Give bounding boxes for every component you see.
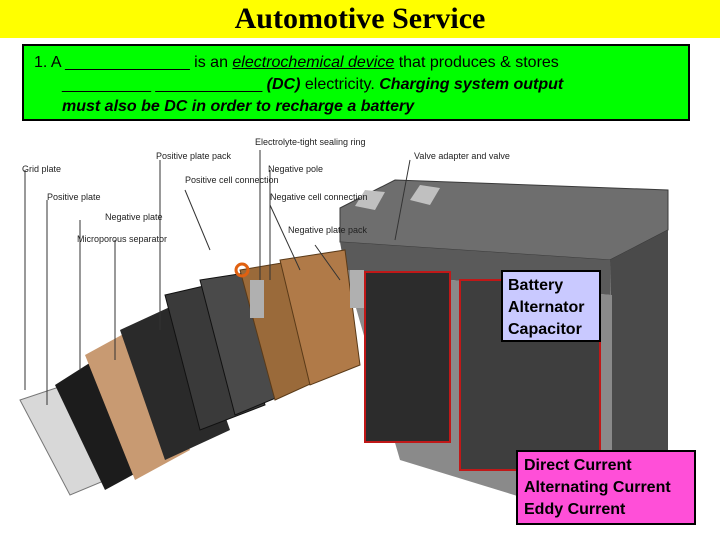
label-positive-plate: Positive plate [47, 192, 101, 202]
option-item[interactable]: Eddy Current [524, 501, 626, 518]
dc-term: (DC) [266, 76, 301, 93]
question-line-2: __________ ____________ (DC) electricity… [34, 74, 678, 96]
page-title: Automotive Service [234, 2, 486, 35]
question-line-1: 1. A ______________ is an electrochemica… [34, 52, 678, 74]
title-bar: Automotive Service [0, 0, 720, 38]
label-positive-plate-pack: Positive plate pack [156, 151, 232, 161]
leader-lines [24, 150, 411, 405]
label-negative-plate-pack: Negative plate pack [288, 225, 368, 235]
question-box: 1. A ______________ is an electrochemica… [22, 44, 690, 121]
question-text: that produces & stores [394, 54, 559, 71]
question-emphasis: electrochemical device [232, 54, 395, 71]
option-item[interactable]: Battery [508, 277, 564, 294]
option-item[interactable]: Alternator [508, 299, 585, 316]
option-item[interactable]: Alternating Current [524, 479, 671, 496]
answer-options-2: Direct Current Alternating Current Eddy … [516, 450, 696, 525]
label-grid-plate: Grid plate [22, 164, 61, 174]
question-text: 1. A ______________ is an [34, 54, 233, 71]
question-text: electricity. [300, 76, 380, 93]
plate-stack [19, 249, 364, 496]
label-separator: Microporous separator [77, 234, 167, 244]
question-line-3: must also be DC in order to recharge a b… [62, 98, 415, 115]
option-item[interactable]: Capacitor [508, 321, 582, 338]
label-positive-cell-connection: Positive cell connection [185, 175, 279, 185]
question-bold-text: Charging system output [379, 76, 564, 93]
label-negative-pole: Negative pole [268, 164, 323, 174]
option-item[interactable]: Direct Current [524, 457, 632, 474]
answer-blanks: __________ ____________ [62, 76, 267, 93]
label-sealing-ring: Electrolyte-tight sealing ring [255, 137, 366, 147]
answer-options-1: Battery Alternator Capacitor [501, 270, 601, 342]
label-negative-plate: Negative plate [105, 212, 163, 222]
label-valve: Valve adapter and valve [414, 151, 510, 161]
diagram-labels: Electrolyte-tight sealing ring Positive … [22, 137, 510, 244]
label-negative-cell-connection: Negative cell connection [270, 192, 368, 202]
